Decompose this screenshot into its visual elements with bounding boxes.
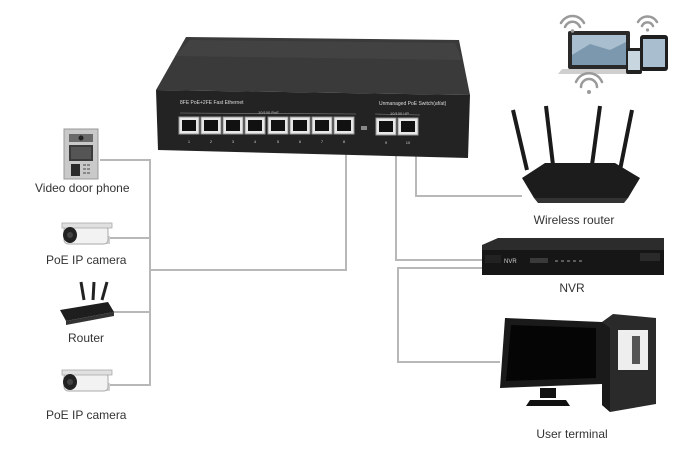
router-icon — [60, 281, 114, 325]
wifi-icon — [559, 14, 586, 33]
switch-poe-ports: 1 2 3 4 5 6 7 8 — [178, 116, 355, 144]
poe-ip-camera-icon — [61, 222, 113, 245]
svg-text:8: 8 — [343, 139, 346, 144]
svg-text:2: 2 — [210, 139, 213, 144]
svg-text:1: 1 — [188, 139, 191, 144]
label-router: Router — [68, 331, 105, 345]
switch-poe-group-label: 10/100 PoE — [258, 110, 279, 115]
switch-panel-right-text: Unmanaged PoE Switch(af/at) — [379, 101, 447, 107]
label-user-terminal: User terminal — [536, 427, 608, 441]
switch-port-3[interactable]: 3 — [222, 116, 244, 144]
label-wireless-router: Wireless router — [533, 213, 615, 227]
switch-panel-left-text: 8FE PoE+2FE Fast Ethernet — [180, 100, 244, 106]
cable-nvr — [395, 150, 482, 261]
poe-ip-camera-icon — [61, 369, 113, 392]
switch-port-4[interactable]: 4 — [244, 116, 266, 144]
wifi-icon — [636, 15, 659, 32]
video-door-phone-icon — [63, 128, 99, 180]
switch-uplink-ports: 9 10 — [375, 117, 419, 145]
svg-text:5: 5 — [277, 139, 280, 144]
svg-text:4: 4 — [254, 139, 257, 144]
svg-text:6: 6 — [299, 139, 302, 144]
switch-port-2[interactable]: 2 — [200, 116, 222, 144]
nvr-icon: NVR — [482, 238, 664, 275]
switch-port-1[interactable]: 1 — [178, 116, 200, 144]
nvr-brand-text: NVR — [504, 259, 517, 265]
switch-port-6[interactable]: 6 — [289, 116, 311, 144]
cable-wireless-router — [415, 150, 522, 197]
laptop-tablet-phone-icon — [558, 31, 668, 74]
user-terminal-icon — [500, 314, 656, 412]
label-poe-ip-camera-2: PoE IP camera — [46, 408, 127, 422]
svg-text:3: 3 — [232, 139, 235, 144]
cables — [100, 148, 522, 386]
switch-port-5[interactable]: 5 — [267, 116, 289, 144]
svg-text:7: 7 — [321, 139, 324, 144]
switch-port-7[interactable]: 7 — [311, 116, 333, 144]
label-poe-ip-camera-1: PoE IP camera — [46, 253, 127, 267]
label-nvr: NVR — [559, 281, 585, 295]
svg-text:9: 9 — [385, 140, 388, 145]
svg-text:10: 10 — [406, 140, 411, 145]
poe-switch: 8FE PoE+2FE Fast Ethernet Unmanaged PoE … — [156, 37, 470, 158]
switch-mode-button[interactable] — [361, 126, 367, 130]
switch-port-8[interactable]: 8 — [333, 116, 355, 144]
switch-port-10[interactable]: 10 — [397, 117, 419, 145]
switch-uplink-group-label: 10/100 UP — [390, 111, 409, 116]
cable-left-bus-to-switch — [150, 148, 347, 271]
wifi-icon — [574, 72, 604, 94]
cable-user-terminal — [397, 267, 500, 363]
wireless-router-icon — [511, 105, 640, 203]
switch-port-9[interactable]: 9 — [375, 117, 397, 145]
cable-video-door-phone — [100, 159, 151, 386]
label-video-door-phone: Video door phone — [35, 181, 130, 195]
